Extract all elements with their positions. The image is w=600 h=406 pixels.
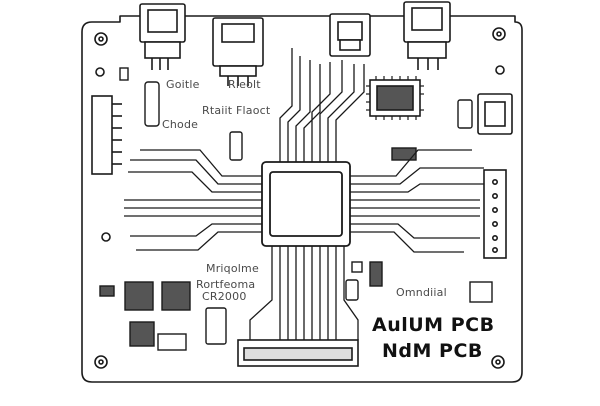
label-rieolt: Rieolt: [228, 78, 261, 91]
top-connectors: [139, 1, 451, 86]
label-rtaiit-flaoct: Rtaiit Flaoct: [202, 104, 271, 117]
bottom-connector: [237, 339, 359, 367]
right-connector: [477, 93, 513, 135]
components: [99, 67, 493, 351]
label-mriqolme: Mriqolme: [206, 262, 259, 275]
label-omndiial: Omndiial: [396, 286, 447, 299]
label-cr2000: CR2000: [202, 290, 247, 303]
usb-connector-1: [139, 3, 186, 70]
header-connector-1: [212, 17, 264, 86]
left-header: [91, 95, 122, 175]
small-ic: [366, 76, 424, 120]
traces: [124, 48, 484, 340]
usb-connector-2: [329, 13, 371, 57]
pcb-title-line-2: NdM PCB: [382, 340, 483, 362]
pcb-title-line-1: AulUM PCB: [372, 314, 495, 336]
main-ic: [261, 161, 351, 247]
label-chode: Chode: [162, 118, 199, 131]
label-rortfeoma: Rortfeoma: [196, 278, 256, 291]
usb-connector-3: [403, 1, 451, 70]
label-goitle: Goitle: [166, 78, 200, 91]
right-header: [483, 169, 507, 259]
board-outline: [81, 15, 523, 383]
